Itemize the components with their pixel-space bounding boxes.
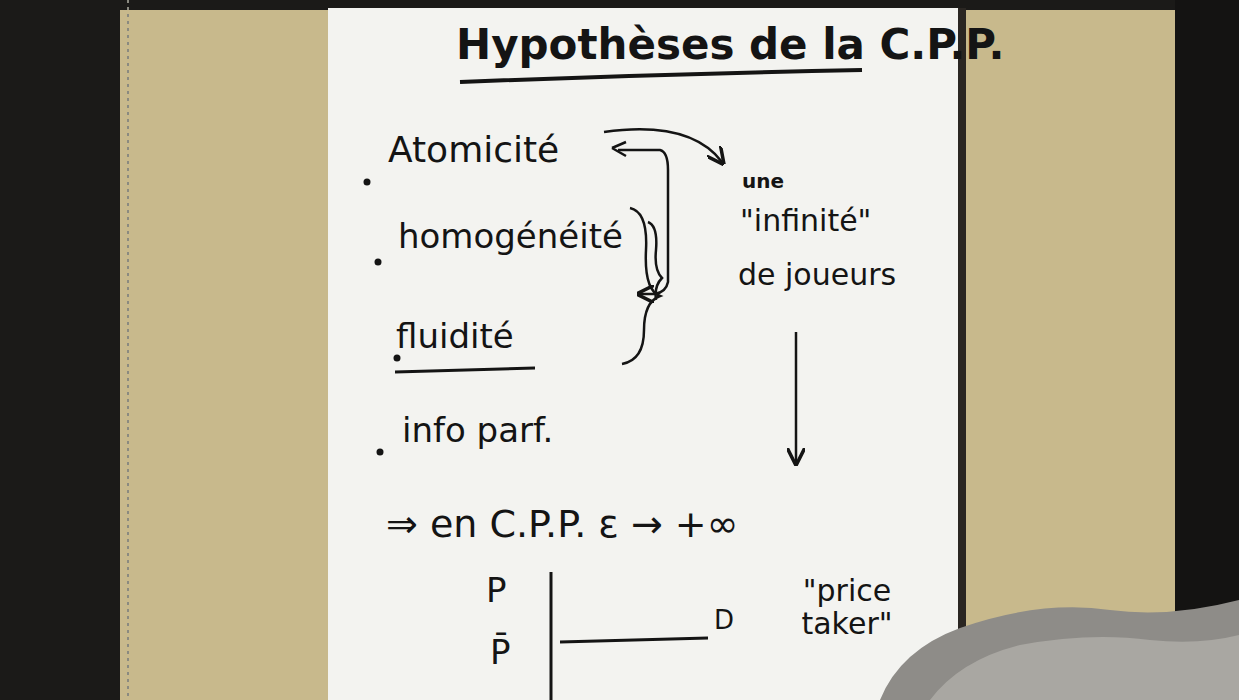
note-text: "price taker" — [772, 574, 922, 640]
title-underline — [460, 70, 862, 82]
curve-label: D — [714, 606, 734, 635]
cat-fur — [880, 600, 1239, 700]
stitching — [127, 0, 129, 700]
conclusion: ⇒ en C.P.P. ε → +∞ — [386, 504, 738, 546]
bullet-dot — [377, 449, 384, 456]
demand-line — [560, 638, 708, 642]
bullet-dot — [394, 355, 401, 362]
right-edge — [1175, 0, 1239, 700]
arrow-head — [612, 142, 626, 156]
curved-arrow — [604, 129, 722, 162]
hypothesis-item: homogénéité — [398, 218, 623, 255]
underline — [395, 368, 535, 372]
hypothesis-item: fluidité — [396, 318, 514, 355]
brace — [622, 208, 660, 364]
note-text: de joueurs — [738, 258, 896, 291]
note-text: une — [742, 170, 784, 192]
cat-fur — [930, 635, 1239, 700]
bullet-dot — [364, 179, 371, 186]
hypothesis-item: info parf. — [402, 412, 553, 449]
bullet-dot — [375, 259, 382, 266]
note-text: "infinité" — [740, 204, 871, 237]
hypothesis-item: Atomicité — [388, 130, 559, 170]
down-arrow — [795, 332, 798, 462]
axis-label: P̄ — [490, 634, 511, 671]
price-axis — [550, 572, 553, 700]
paper-sheet — [328, 8, 962, 700]
axis-label: P — [486, 572, 507, 609]
paper-edge — [958, 8, 966, 700]
title: Hypothèses de la C.P.P. — [456, 22, 1004, 68]
